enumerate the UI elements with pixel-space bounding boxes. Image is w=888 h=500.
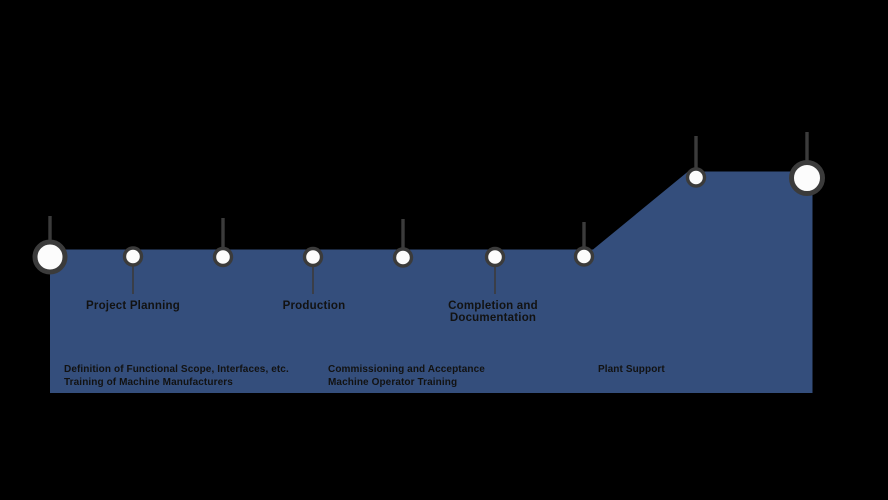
milestone-stems-down (132, 266, 496, 294)
phase-label-project-planning: Project Planning (86, 300, 180, 312)
milestone-dot (484, 246, 506, 268)
milestone-dot-large-start (32, 239, 68, 275)
milestone-dot (122, 246, 144, 267)
note-commissioning-and-training: Commissioning and Acceptance Machine Ope… (328, 364, 485, 388)
milestone-dot (685, 167, 707, 188)
milestone-dot (302, 246, 324, 268)
milestone-dot (212, 246, 234, 268)
milestone-dot (392, 247, 414, 268)
milestone-stems-up (48, 132, 809, 249)
phase-label-completion-documentation: Completion and Documentation (448, 300, 538, 324)
note-plant-support: Plant Support (598, 364, 665, 375)
milestone-dot (573, 246, 595, 267)
phase-label-production: Production (282, 300, 346, 312)
milestone-dots (32, 160, 825, 275)
milestone-dot-large-end (789, 160, 825, 196)
timeline-area (50, 171, 813, 393)
note-definition-and-training: Definition of Functional Scope, Interfac… (64, 364, 289, 388)
